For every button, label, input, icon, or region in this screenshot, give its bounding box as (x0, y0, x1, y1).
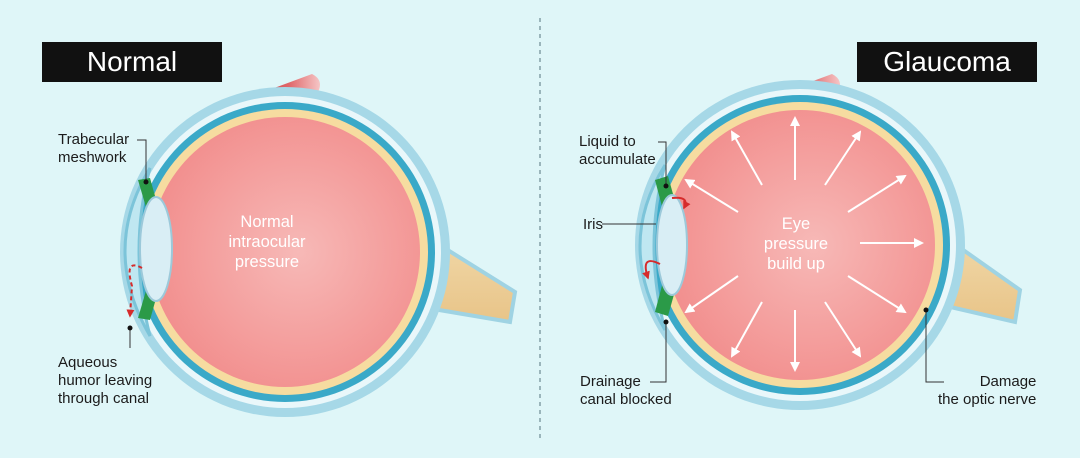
normal-center-text: Normal intraocular pressure (228, 213, 306, 271)
normal-eye (120, 74, 518, 417)
glaucoma-leader-drainage (650, 322, 667, 383)
normal-cornea (123, 167, 152, 337)
normal-vitreous (150, 117, 420, 387)
normal-flow-arrow (126, 264, 143, 318)
glaucoma-accumulate-flow (671, 196, 691, 210)
label-drainage-canal-blocked: Drainage canal blocked (580, 373, 672, 408)
glaucoma-eye (602, 74, 1023, 410)
glaucoma-leader-liquid (658, 141, 667, 186)
glaucoma-blocked-flow (642, 260, 661, 280)
label-trabecular-meshwork: Trabecular meshwork (58, 131, 130, 166)
glaucoma-leader-damage (925, 310, 944, 383)
label-liquid-to-accumulate: Liquid to accumulate (579, 133, 656, 168)
label-iris: Iris (583, 216, 603, 233)
glaucoma-lens (656, 194, 688, 296)
glaucoma-center-text: Eye pressure build up (763, 215, 829, 273)
label-aqueous-humor: Aqueous humor leaving through canal (58, 354, 153, 407)
glaucoma-cornea (638, 164, 667, 331)
label-damage-optic-nerve: Damage the optic nerve (938, 373, 1037, 408)
glaucoma-vitreous (665, 110, 935, 380)
glaucoma-title: Glaucoma (857, 42, 1037, 82)
normal-title: Normal (42, 42, 222, 82)
normal-leader-trabecular (137, 139, 147, 182)
pressure-arrows (684, 116, 924, 372)
normal-lens (139, 196, 173, 302)
